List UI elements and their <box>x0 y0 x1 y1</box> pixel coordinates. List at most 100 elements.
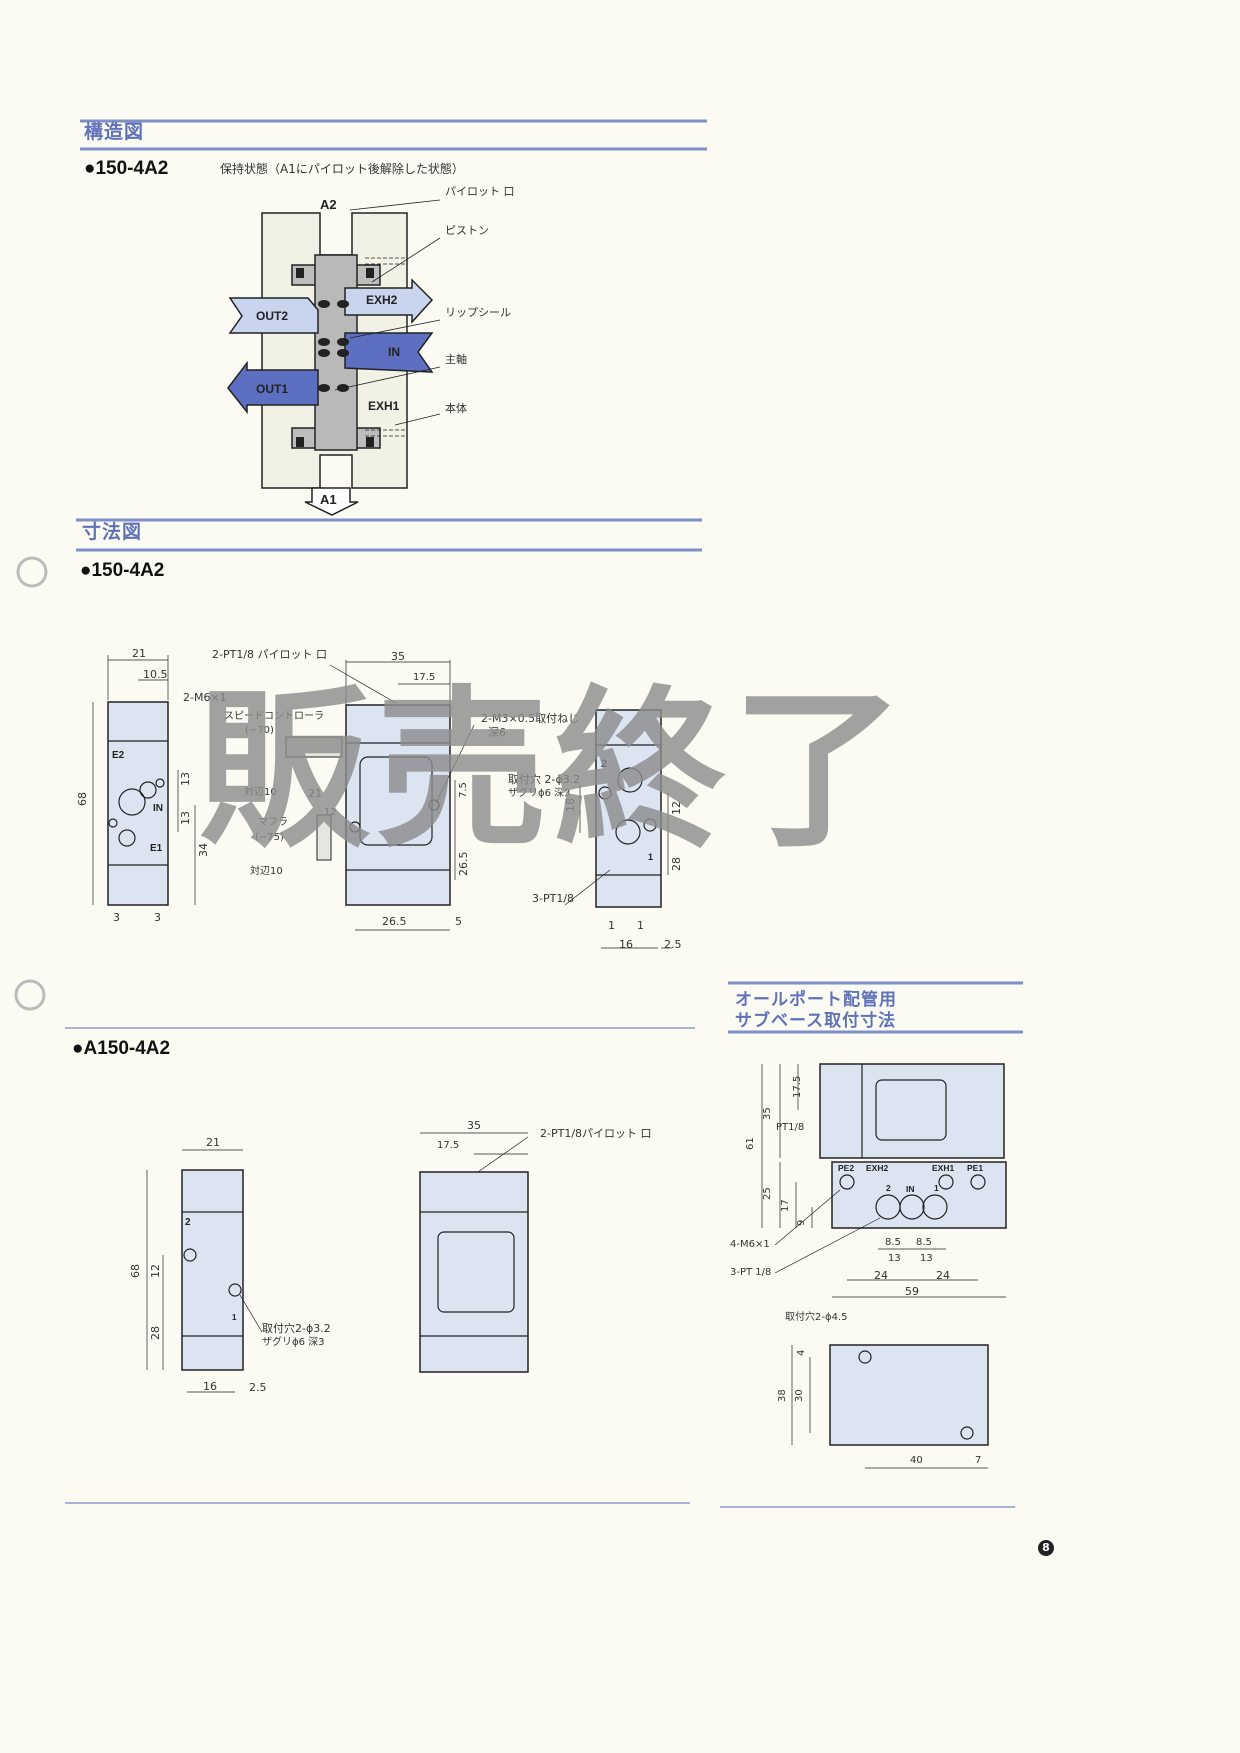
dim-note: 3-PT 1/8 <box>730 1267 772 1278</box>
dim-note: 取付穴2-ϕ3.2 <box>262 1322 331 1335</box>
dim: 12 <box>670 801 683 815</box>
dim: 59 <box>905 1285 919 1298</box>
dim-note: 取付穴 2-ϕ3.2 <box>508 773 581 786</box>
section-title-structure: 構造図 <box>84 121 145 143</box>
dim: 1 <box>637 919 644 932</box>
dim: 35 <box>391 650 405 663</box>
binder-hole <box>14 979 46 1011</box>
port-out1: OUT1 <box>256 382 289 396</box>
dim: 13 <box>179 772 192 786</box>
valve-cross-section <box>227 199 441 516</box>
dim-note: 4-M6×1 <box>730 1239 770 1250</box>
dim: 7.5 <box>458 782 469 798</box>
dim: 4 <box>796 1349 807 1356</box>
subbase-title-line2: サブベース取付寸法 <box>735 1011 897 1031</box>
dim: 35 <box>762 1107 773 1120</box>
dim: 21 <box>132 647 146 660</box>
callout-lip-seal: リップシール <box>445 306 511 319</box>
callout-pilot-port: パイロット 口 <box>445 185 515 198</box>
callout-main-shaft: 主軸 <box>445 353 467 366</box>
dim: 2.5 <box>249 1381 267 1394</box>
model-label-a150: ●A150-4A2 <box>72 1038 171 1059</box>
callout-piston: ピストン <box>445 224 489 237</box>
port-in: IN <box>906 1184 915 1194</box>
binder-hole <box>16 556 48 588</box>
dimension-drawing-a150 <box>146 1132 529 1393</box>
dim: 3 <box>113 911 120 924</box>
dim-note: ザグリϕ6 深3 <box>508 788 571 799</box>
dim: 12 <box>324 807 337 818</box>
port-pe1: PE1 <box>967 1163 984 1173</box>
dim: 34 <box>197 843 210 857</box>
dim-note: 2-PT1/8パイロット 口 <box>540 1127 652 1140</box>
dim: 8.5 <box>885 1237 901 1248</box>
dim: 26.5 <box>382 915 407 928</box>
port-in: IN <box>388 345 400 359</box>
dim: 16 <box>203 1380 217 1393</box>
dim-note: 対辺10 <box>244 787 277 798</box>
dim-note: 深6 <box>488 726 506 739</box>
port-2: 2 <box>185 1217 191 1228</box>
port-1: 1 <box>934 1183 939 1193</box>
port-exh1: EXH1 <box>932 1163 955 1173</box>
port-2: 2 <box>886 1183 891 1193</box>
dim-note: PT1/8 <box>776 1122 805 1133</box>
dim: 8.5 <box>916 1237 932 1248</box>
dim-note: (−70) <box>245 725 274 736</box>
dim: 21 <box>308 787 322 800</box>
port-exh2: EXH2 <box>366 293 398 307</box>
dim-note: 対辺10 <box>250 866 283 877</box>
dim: 17.5 <box>413 672 436 683</box>
dim: 61 <box>745 1137 756 1150</box>
port-2: 2 <box>601 758 608 770</box>
dim: 9 <box>796 1219 807 1226</box>
dim-note: ザグリϕ6 深3 <box>262 1337 325 1348</box>
section-title-dimensions: 寸法図 <box>82 521 143 543</box>
model-label-dimensions: ●150-4A2 <box>80 560 165 581</box>
dim: 17 <box>780 1199 791 1212</box>
dim: 21 <box>206 1136 220 1149</box>
dim: 17.5 <box>792 1075 803 1098</box>
port-1: 1 <box>648 852 654 862</box>
dim-note: マフラ <box>258 817 288 828</box>
dim: 30 <box>794 1389 805 1402</box>
dim: 25 <box>762 1187 773 1200</box>
dimension-drawing-150 <box>92 655 672 949</box>
port-a2: A2 <box>320 197 337 212</box>
port-in: IN <box>153 803 163 814</box>
port-exh1: EXH1 <box>368 399 400 413</box>
subbase-drawing <box>761 1063 1007 1469</box>
port-a1: A1 <box>320 492 337 507</box>
port-1: 1 <box>232 1313 237 1322</box>
dim: 28 <box>670 857 683 871</box>
dim-note: 2-M3×0.5取付ねじ <box>481 712 580 725</box>
dim: 68 <box>129 1264 142 1278</box>
dim: 5 <box>455 915 462 928</box>
dim-note: 2-PT1/8 パイロット 口 <box>212 648 328 661</box>
dim: 13 <box>920 1253 933 1264</box>
dim: 28 <box>149 1326 162 1340</box>
dim: 2.5 <box>664 938 682 951</box>
dim: 17.5 <box>437 1140 460 1151</box>
dim: 26.5 <box>457 851 470 877</box>
dim: 18 <box>564 798 577 812</box>
dim: 35 <box>467 1119 481 1132</box>
model-label-structure: ●150-4A2 <box>84 158 169 179</box>
dim: 13 <box>179 811 192 825</box>
dim-note: 2-M6×1 <box>183 691 227 704</box>
dim-note: スピードコントローラ <box>224 711 324 722</box>
dim: 10.5 <box>143 668 168 681</box>
page-number: 8 <box>1038 1540 1054 1556</box>
port-e1: E1 <box>150 843 163 854</box>
dim-note: 3-PT1/8 <box>532 892 575 905</box>
subbase-title-line1: オールポート配管用 <box>735 990 897 1010</box>
port-out2: OUT2 <box>256 309 289 323</box>
dim-note: (−75) <box>255 832 284 843</box>
dim: 12 <box>149 1264 162 1278</box>
port-e2: E2 <box>112 750 125 761</box>
dim: 13 <box>888 1253 901 1264</box>
dim: 7 <box>975 1455 982 1466</box>
port-exh2: EXH2 <box>866 1163 889 1173</box>
dim: 3 <box>154 911 161 924</box>
